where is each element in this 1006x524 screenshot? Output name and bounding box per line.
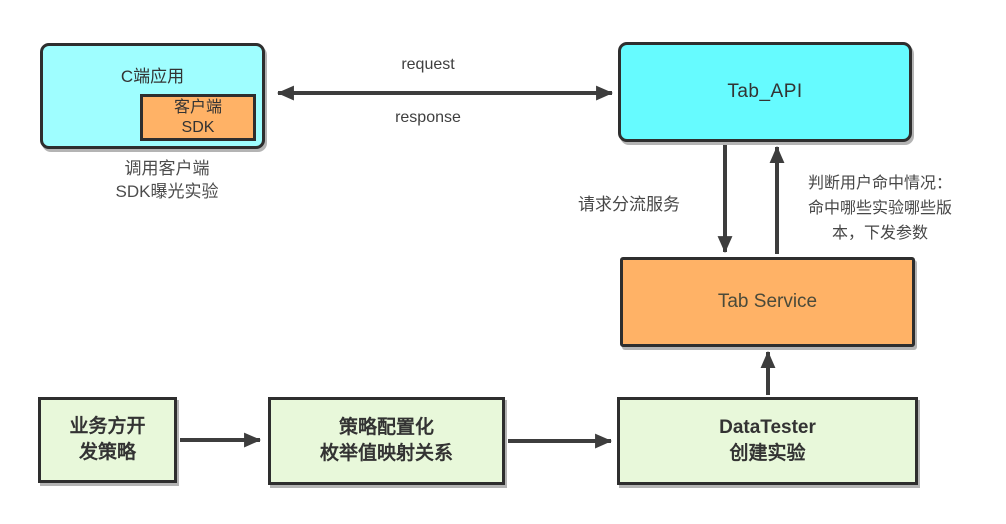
client-sdk-label-line2: SDK bbox=[181, 118, 215, 136]
client-app-label: C端应用 bbox=[120, 67, 185, 86]
hit-result-line3: 本，下发参数 bbox=[831, 225, 928, 242]
strategy-config-node: 策略配置化 枚举值映射关系 bbox=[268, 397, 505, 485]
biz-strategy-line2: 发策略 bbox=[78, 442, 136, 463]
hit-result-line2: 命中哪些实验哪些版 bbox=[807, 200, 952, 217]
tab-api-node: Tab_API bbox=[618, 42, 912, 142]
tab-api-label: Tab_API bbox=[727, 81, 803, 102]
tab-service-label: Tab Service bbox=[717, 291, 818, 312]
client-caption: 调用客户端 SDK曝光实验 bbox=[77, 157, 257, 203]
client-caption-line2: SDK曝光实验 bbox=[115, 182, 219, 201]
client-caption-line1: 调用客户端 bbox=[124, 159, 210, 178]
hit-result-label: 判断用户命中情况： 命中哪些实验哪些版 本，下发参数 bbox=[780, 171, 980, 246]
biz-strategy-node: 业务方开 发策略 bbox=[38, 397, 177, 483]
biz-strategy-line1: 业务方开 bbox=[69, 416, 146, 437]
client-sdk-node: 客户端 SDK bbox=[140, 94, 256, 141]
datatester-node: DataTester 创建实验 bbox=[617, 397, 918, 485]
split-service-label: 请求分流服务 bbox=[578, 195, 680, 214]
strategy-config-line1: 策略配置化 bbox=[338, 417, 434, 438]
hit-result-line1: 判断用户命中情况： bbox=[807, 175, 952, 192]
datatester-line2: 创建实验 bbox=[729, 443, 806, 464]
datatester-line1: DataTester bbox=[719, 417, 816, 438]
client-sdk-label-line1: 客户端 bbox=[173, 98, 222, 116]
request-label: request bbox=[401, 56, 455, 73]
response-label: response bbox=[395, 109, 461, 126]
tab-service-node: Tab Service bbox=[620, 257, 915, 347]
strategy-config-line2: 枚举值映射关系 bbox=[319, 443, 453, 464]
